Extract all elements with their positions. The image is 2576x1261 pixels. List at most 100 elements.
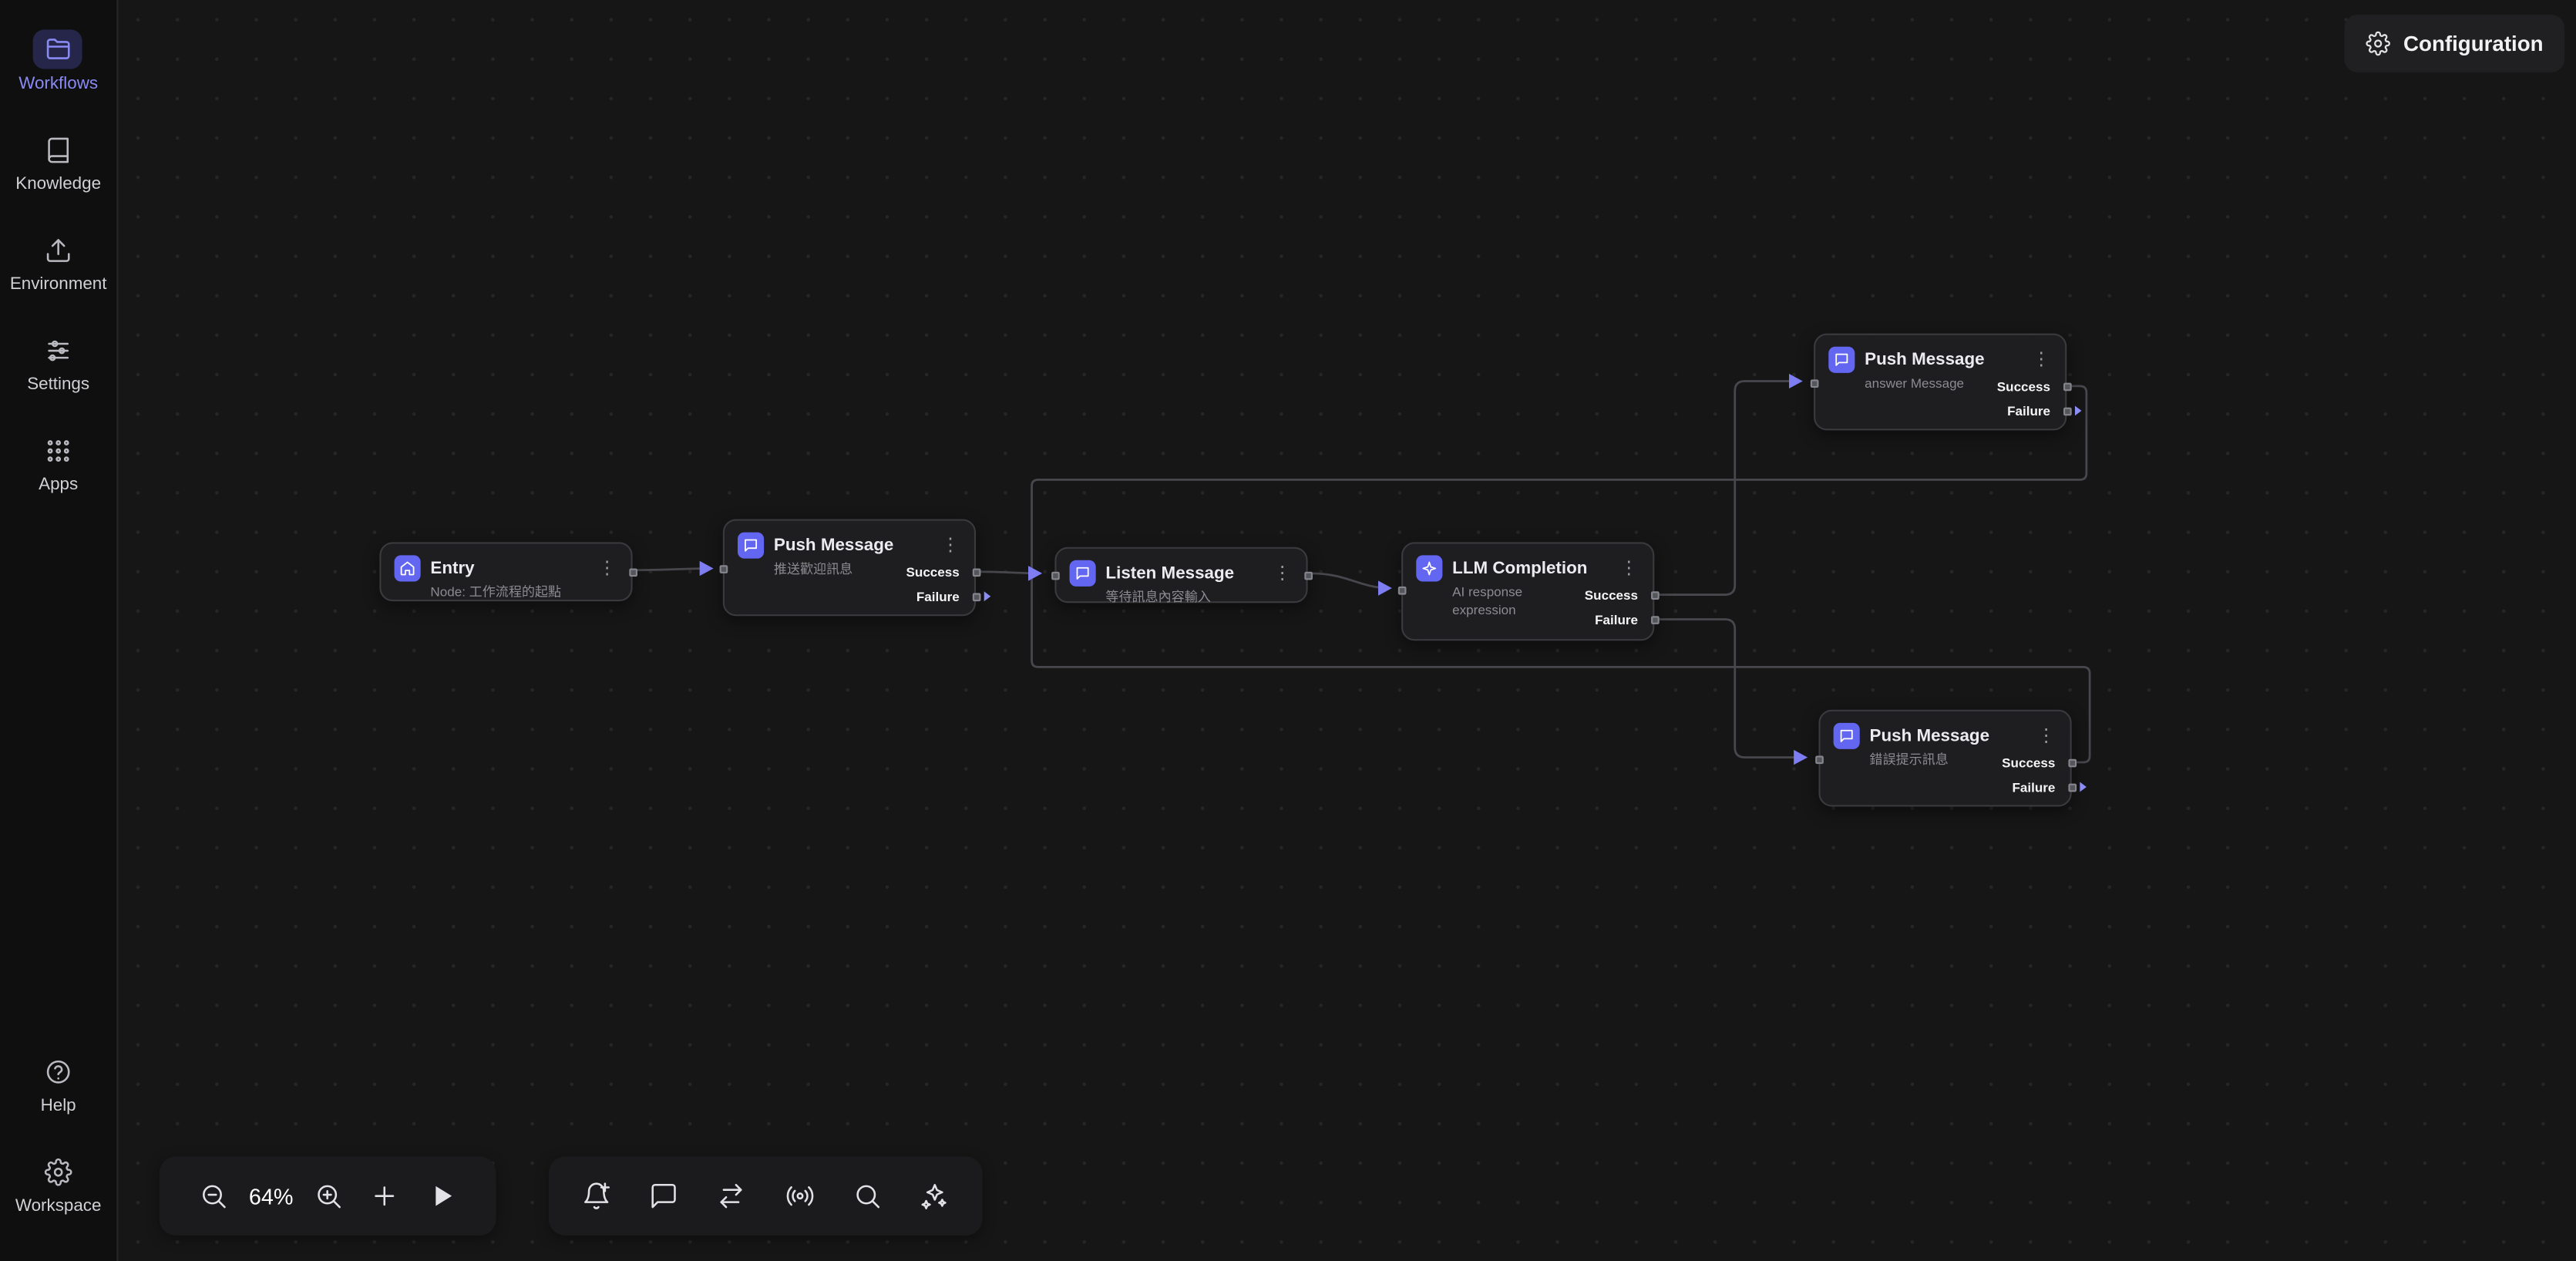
node-title: Listen Message <box>1105 563 1235 583</box>
port-success-label: Success <box>1996 379 2050 395</box>
port-arrow-icon <box>984 591 991 602</box>
output-port[interactable] <box>628 568 637 577</box>
sparkles-icon <box>922 1183 947 1209</box>
node-subtitle: Node: 工作流程的起點 <box>430 584 562 600</box>
node-subtitle: 推送歡迎訊息 <box>773 561 853 577</box>
node-menu-icon[interactable]: ⋮ <box>2032 349 2050 370</box>
node-header: Push Message ⋮ <box>1821 711 2070 749</box>
sidebar-label: Workspace <box>15 1195 102 1216</box>
sidebar-item-apps[interactable]: Apps <box>34 430 83 494</box>
input-port[interactable] <box>1397 586 1406 595</box>
grid-icon <box>34 430 83 469</box>
message-icon <box>737 532 765 559</box>
broadcast-button[interactable] <box>779 1175 821 1217</box>
sidebar-label: Workflows <box>18 73 99 94</box>
node-menu-icon[interactable]: ⋮ <box>1619 558 1639 579</box>
configuration-button[interactable]: Configuration <box>2344 15 2565 72</box>
port-failure-label: Failure <box>2007 404 2050 419</box>
node-subtitle: 等待訊息內容輸入 <box>1105 590 1211 605</box>
port-success-label: Success <box>1584 588 1639 604</box>
gear-icon <box>34 1152 83 1191</box>
run-workflow-button[interactable] <box>421 1175 463 1217</box>
node-llm-completion[interactable]: LLM Completion ⋮ AI response expression … <box>1397 542 1659 641</box>
node-title: Push Message <box>1865 349 1985 370</box>
port-failure-label: Failure <box>1595 613 1639 628</box>
port-success-label: Success <box>906 565 960 580</box>
port-success-label: Success <box>2002 755 2056 771</box>
failure-port[interactable] <box>1650 616 1659 624</box>
sidebar-label: Help <box>40 1095 76 1116</box>
comment-button[interactable] <box>642 1175 684 1217</box>
zoom-in-button[interactable] <box>308 1175 350 1217</box>
node-push-message-error[interactable]: Push Message ⋮ 錯誤提示訊息 Success Failure <box>1814 709 2087 807</box>
node-menu-icon[interactable]: ⋮ <box>1273 563 1292 583</box>
sidebar-item-help[interactable]: Help <box>34 1051 83 1115</box>
failure-port[interactable] <box>2067 783 2077 792</box>
input-port[interactable] <box>1051 571 1059 580</box>
book-icon <box>34 129 83 169</box>
upload-icon <box>34 230 83 269</box>
success-port[interactable] <box>971 568 980 577</box>
node-header: LLM Completion ⋮ <box>1403 543 1653 582</box>
port-failure-label: Failure <box>916 590 960 605</box>
sidebar-footer: Help Workspace <box>15 1051 102 1261</box>
zoom-out-button[interactable] <box>192 1175 234 1217</box>
sliders-icon <box>34 330 83 369</box>
folder-icon <box>33 29 83 69</box>
add-node-button[interactable] <box>364 1175 406 1217</box>
node-header: Push Message ⋮ <box>725 521 974 559</box>
gear-icon <box>2366 31 2390 56</box>
tools-toolbar <box>548 1156 983 1236</box>
sidebar-label: Knowledge <box>15 173 102 194</box>
search-icon <box>856 1185 879 1209</box>
failure-port[interactable] <box>2062 407 2071 416</box>
help-circle-icon <box>34 1051 83 1091</box>
node-header: Listen Message ⋮ <box>1056 549 1306 587</box>
node-menu-icon[interactable]: ⋮ <box>597 558 617 579</box>
node-push-message-welcome[interactable]: Push Message ⋮ 推送歡迎訊息 Success Failure <box>718 519 991 617</box>
bell-plus-icon <box>583 1182 610 1209</box>
node-push-message-answer[interactable]: Push Message ⋮ answer Message Success Fa… <box>1809 333 2082 431</box>
broadcast-icon <box>785 1186 813 1206</box>
node-subtitle: AI response expression <box>1452 584 1523 618</box>
port-arrow-icon <box>2074 405 2082 416</box>
node-listen-message[interactable]: Listen Message ⋮ 等待訊息內容輸入 <box>1051 546 1312 605</box>
home-icon <box>394 555 421 582</box>
success-port[interactable] <box>2067 758 2077 768</box>
sidebar: Workflows Knowledge Environment Settings… <box>0 0 119 1261</box>
node-entry[interactable]: Entry ⋮ Node: 工作流程的起點 <box>379 542 637 602</box>
swap-connections-button[interactable] <box>710 1175 752 1217</box>
sidebar-item-workflows[interactable]: Workflows <box>18 29 98 93</box>
port-failure-label: Failure <box>2012 780 2056 795</box>
node-header: Entry ⋮ <box>381 543 631 582</box>
port-arrow-icon <box>2080 782 2087 792</box>
success-port[interactable] <box>1650 591 1659 600</box>
success-port[interactable] <box>2062 382 2071 392</box>
sidebar-item-workspace[interactable]: Workspace <box>15 1152 102 1216</box>
input-port[interactable] <box>1814 755 1823 765</box>
sidebar-label: Apps <box>39 474 79 495</box>
sidebar-label: Environment <box>9 274 107 294</box>
search-button[interactable] <box>846 1175 889 1217</box>
auto-arrange-button[interactable] <box>914 1175 957 1217</box>
sidebar-label: Settings <box>27 374 90 395</box>
swap-arrows-icon <box>721 1183 743 1209</box>
node-header: Push Message ⋮ <box>1815 335 2065 373</box>
configuration-label: Configuration <box>2403 31 2544 56</box>
failure-port[interactable] <box>971 593 980 602</box>
node-menu-icon[interactable]: ⋮ <box>2036 726 2056 746</box>
sidebar-item-environment[interactable]: Environment <box>9 230 107 294</box>
sidebar-item-knowledge[interactable]: Knowledge <box>15 129 101 193</box>
node-title: LLM Completion <box>1452 558 1588 579</box>
workflow-canvas[interactable] <box>118 0 2576 1261</box>
input-port[interactable] <box>1809 379 1818 388</box>
zoom-toolbar: 64% <box>159 1156 496 1236</box>
add-trigger-button[interactable] <box>574 1175 617 1217</box>
message-icon <box>1833 722 1860 749</box>
sidebar-item-settings[interactable]: Settings <box>27 330 89 394</box>
message-icon <box>1828 346 1855 373</box>
node-menu-icon[interactable]: ⋮ <box>941 535 960 556</box>
input-port[interactable] <box>718 565 728 573</box>
node-title: Push Message <box>1869 726 1990 746</box>
output-port[interactable] <box>1303 571 1312 580</box>
